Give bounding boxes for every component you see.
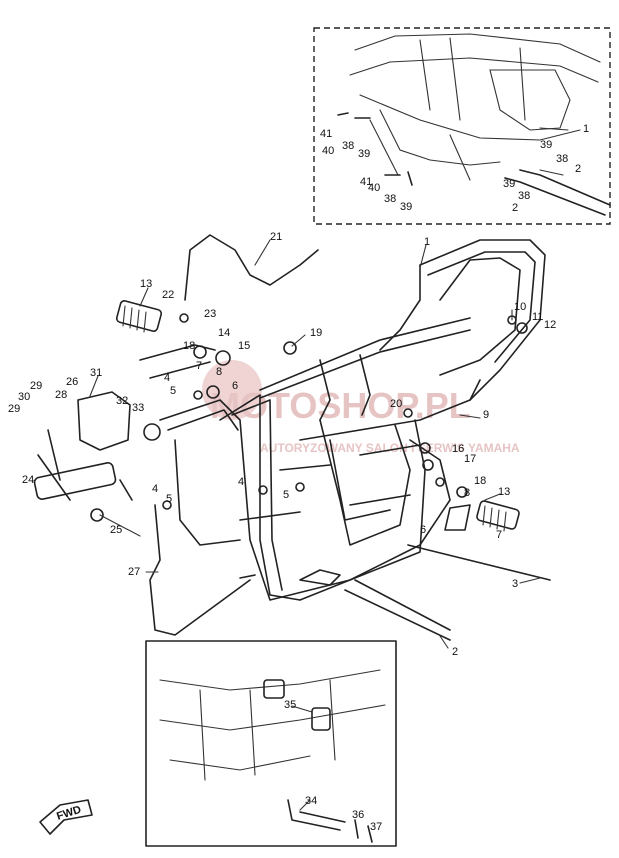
callout: 18: [474, 475, 486, 487]
callout: 27: [128, 566, 140, 578]
callout: 16: [452, 443, 464, 455]
callout: 2: [512, 202, 518, 214]
callout: 29: [8, 403, 20, 415]
callout: 1: [424, 236, 430, 248]
callout: 17: [464, 453, 476, 465]
callout: 22: [162, 289, 174, 301]
callout: 31: [90, 367, 102, 379]
callout: 34: [305, 795, 317, 807]
callout: 6: [232, 380, 238, 392]
rear-brake-master-cylinder: [33, 391, 161, 522]
callout: 29: [30, 380, 42, 392]
callout: 38: [384, 193, 396, 205]
callout: 23: [204, 308, 216, 320]
main-frame: [159, 239, 546, 601]
callout: 39: [400, 201, 412, 213]
watermark-text: MOTOSHOP.PL: [210, 385, 471, 426]
left-footrest: [115, 300, 163, 333]
callout: 7: [496, 529, 502, 541]
callout: 37: [370, 821, 382, 833]
right-footrest: [476, 500, 520, 532]
cable-27: [149, 504, 251, 636]
brake-cable: [184, 234, 319, 301]
callout: 26: [66, 376, 78, 388]
callout: 4: [152, 483, 158, 495]
callout: 3: [512, 578, 518, 590]
callout: 39: [540, 139, 552, 151]
callout: 21: [270, 231, 282, 243]
callout: 14: [218, 327, 230, 339]
callout: 32: [116, 395, 128, 407]
callout: 15: [238, 340, 250, 352]
callout: 8: [216, 366, 222, 378]
through-rods: [344, 544, 551, 641]
callout: 5: [166, 493, 172, 505]
callout: 41: [320, 128, 332, 140]
callout: 38: [342, 140, 354, 152]
callout: 5: [170, 385, 176, 397]
callout: 12: [544, 319, 556, 331]
top-inset-frame-sketch: [337, 33, 611, 216]
top-inset-box: [313, 27, 611, 225]
fwd-arrow-icon: FWD: [39, 799, 93, 835]
leader-lines: [89, 127, 569, 811]
callout: 25: [110, 524, 122, 536]
callout: 7: [196, 360, 202, 372]
pedal-parts: [139, 313, 528, 579]
callout: 4: [238, 476, 244, 488]
callout: 24: [22, 474, 34, 486]
callout: 11: [532, 311, 543, 323]
callout: 2: [452, 646, 458, 658]
watermark-subtext: AUTORYZOWANY SALON I SERWIS YAMAHA: [260, 441, 520, 455]
callout: 38: [556, 153, 568, 165]
callout: 4: [164, 372, 170, 384]
bottom-inset-frame-sketch: [159, 669, 386, 843]
callout: 40: [322, 145, 334, 157]
callout: 2: [575, 163, 581, 175]
callout: 40: [368, 182, 380, 194]
callout: 5: [283, 489, 289, 501]
callout: 10: [514, 301, 526, 313]
callout: 6: [420, 524, 426, 536]
callout: 38: [518, 190, 530, 202]
watermark: MOTOSHOP.PL AUTORYZOWANY SALON I SERWIS …: [202, 360, 520, 455]
watermark-logo-circle: [202, 360, 262, 420]
callout: 13: [140, 278, 152, 290]
callout: 13: [498, 486, 510, 498]
bottom-inset-box: [145, 640, 397, 847]
callout: 18: [183, 340, 195, 352]
callout: 33: [132, 402, 144, 414]
callout: 1: [583, 123, 589, 135]
callout: 30: [18, 391, 30, 403]
callout: 9: [483, 409, 489, 421]
callout: 39: [503, 178, 515, 190]
callout: 8: [464, 487, 470, 499]
callout: 39: [358, 148, 370, 160]
callout: 41: [360, 176, 372, 188]
callout: 19: [310, 327, 322, 339]
callout: 36: [352, 809, 364, 821]
callout-labels: 1 2 38 39 39 38 2 41 40 38 39 41 40 38 3…: [8, 123, 589, 833]
callout: 35: [284, 699, 296, 711]
callout: 28: [55, 389, 67, 401]
callout: 20: [390, 398, 402, 410]
